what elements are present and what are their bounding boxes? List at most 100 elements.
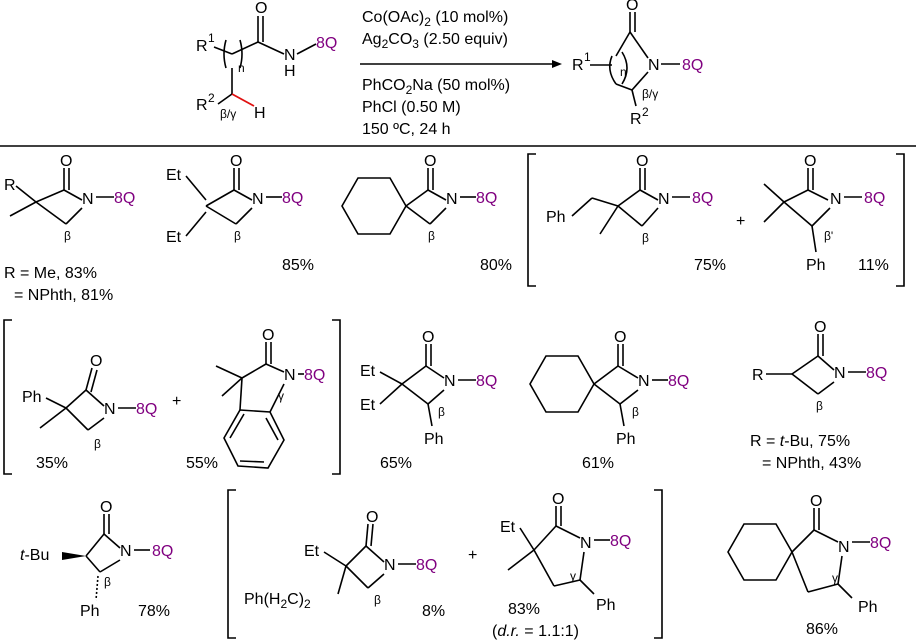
yield-label-2: = NPhth, 43% — [762, 455, 861, 472]
product-position: β/γ — [642, 87, 658, 101]
q8-group: 8Q — [476, 190, 497, 207]
beta-label: β — [234, 229, 241, 243]
product-structure: R 1 n O N 8Q β/γ R 2 — [572, 0, 703, 128]
entry-r3-pyrrolidinone: Et O N 8Q γ Ph 83% (d.r. = 1.1:1) — [492, 491, 631, 640]
r1-superscript: 1 — [208, 31, 215, 45]
carbonyl-o: O — [255, 0, 267, 17]
condition-temperature: 150 ºC, 24 h — [362, 121, 451, 138]
carbonyl-o: O — [100, 499, 112, 516]
yield-label: 35% — [36, 455, 68, 472]
lactam-n: N — [82, 191, 94, 208]
product-r2: R — [630, 111, 642, 128]
yield-label-2: = NPhth, 81% — [14, 287, 113, 304]
entry-r1-dimethyl: R O N 8Q β R = Me, 83% = NPhth, 81% — [4, 153, 135, 304]
q8-group: 8Q — [282, 190, 303, 207]
ph-label: Ph — [22, 389, 42, 406]
q8-group: 8Q — [304, 367, 325, 384]
plus-sign: + — [468, 547, 477, 564]
carbonyl-o: O — [422, 329, 434, 346]
q8-group: 8Q — [316, 35, 337, 52]
substrate-structure: R 1 O N H 8Q n R 2 β/γ H — [196, 0, 337, 122]
yield-label: R = Me, 83% — [4, 265, 97, 282]
carbonyl-o: O — [614, 329, 626, 346]
ph-label: Ph — [546, 209, 566, 226]
beta-label: β — [428, 229, 435, 243]
condition-oxidant: Ag2CO3 (2.50 equiv) — [362, 31, 508, 51]
beta-label: β — [104, 575, 111, 589]
carbonyl-o: O — [366, 509, 378, 526]
q8-group: 8Q — [476, 373, 497, 390]
ph-label: Ph — [80, 603, 100, 620]
beta-label: β — [94, 437, 101, 451]
et-label: Et — [166, 167, 182, 184]
ph-label: Ph — [596, 597, 616, 614]
et-label-2: Et — [166, 229, 182, 246]
lactam-n: N — [104, 401, 116, 418]
product-r1: R — [572, 57, 584, 74]
position-label: β/γ — [220, 107, 236, 121]
yield-label: 85% — [282, 257, 314, 274]
product-n-index: n — [620, 65, 627, 79]
r1-label: R — [196, 38, 208, 55]
entry-r1-diethyl: Et Et O N 8Q β 85% — [166, 153, 314, 274]
q8-group: 8Q — [416, 557, 437, 574]
carbonyl-o: O — [262, 327, 274, 344]
lactam-n: N — [252, 191, 264, 208]
carbonyl-o: O — [636, 153, 648, 170]
r2-superscript: 2 — [208, 91, 215, 105]
bracket-left — [527, 153, 536, 287]
product-o: O — [626, 0, 638, 14]
beta-label: β — [374, 593, 381, 607]
yield-label: 55% — [186, 455, 218, 472]
condition-additive: PhCO2Na (50 mol%) — [362, 77, 510, 97]
lactam-n: N — [446, 191, 458, 208]
carbonyl-o: O — [810, 493, 822, 510]
ph-label: Ph — [616, 431, 636, 448]
yield-label: 78% — [138, 603, 170, 620]
reaction-conditions: Co(OAc)2 (10 mol%) Ag2CO3 (2.50 equiv) P… — [362, 9, 510, 138]
product-q8: 8Q — [682, 57, 703, 74]
c-h-label: H — [254, 105, 266, 122]
lactam-n: N — [834, 365, 846, 382]
yield-label: 11% — [858, 257, 889, 274]
beta-label: β — [816, 399, 823, 413]
amide-h: H — [284, 63, 296, 80]
entry-r1-spirocyclohexyl: O N 8Q β 80% — [341, 153, 512, 274]
carbonyl-o: O — [60, 153, 72, 170]
lactam-n: N — [658, 191, 670, 208]
gamma-label: γ — [278, 389, 284, 403]
reaction-arrow — [360, 60, 562, 68]
bracket-right-2 — [332, 319, 341, 475]
q8-group: 8Q — [114, 190, 135, 207]
plus-sign: + — [736, 213, 745, 230]
bracket-left-3 — [227, 489, 236, 639]
carbonyl-o: O — [90, 353, 102, 370]
entry-r2-spiro-phenyl: O N 8Q β Ph 61% — [529, 329, 689, 472]
lactam-n: N — [580, 535, 592, 552]
beta-label: β — [642, 231, 649, 245]
carbonyl-o: O — [230, 153, 242, 170]
q8-group: 8Q — [864, 190, 885, 207]
yield-label: 83% — [508, 601, 540, 618]
amide-n: N — [284, 47, 296, 64]
ph-label: Ph — [424, 431, 444, 448]
dr-label: (d.r. = 1.1:1) — [492, 623, 579, 640]
entry-r1-benzyl: Ph O N 8Q β 75% — [546, 153, 726, 274]
entry-r2-monosubstituted: R O N 8Q β R = t-Bu, 75% = NPhth, 43% — [750, 319, 887, 472]
yield-label: 61% — [582, 455, 614, 472]
bracket-left-2 — [3, 319, 12, 475]
n-index: n — [238, 61, 245, 75]
tbu-label: t-Bu — [20, 547, 49, 564]
r-label: R — [752, 367, 764, 384]
bracket-right — [896, 153, 905, 287]
entry-r3-spiro-pyrrolidinone: O N 8Q γ Ph 86% — [727, 493, 891, 638]
yield-label: 8% — [422, 603, 445, 620]
carbonyl-o: O — [552, 491, 564, 508]
carbonyl-o: O — [424, 153, 436, 170]
et-label: Et — [500, 519, 516, 536]
product-n: N — [648, 57, 660, 74]
entry-r2-diethyl-phenyl: Et Et O N 8Q β Ph 65% — [360, 329, 497, 472]
q8-group: 8Q — [870, 535, 891, 552]
lactam-n: N — [384, 557, 396, 574]
